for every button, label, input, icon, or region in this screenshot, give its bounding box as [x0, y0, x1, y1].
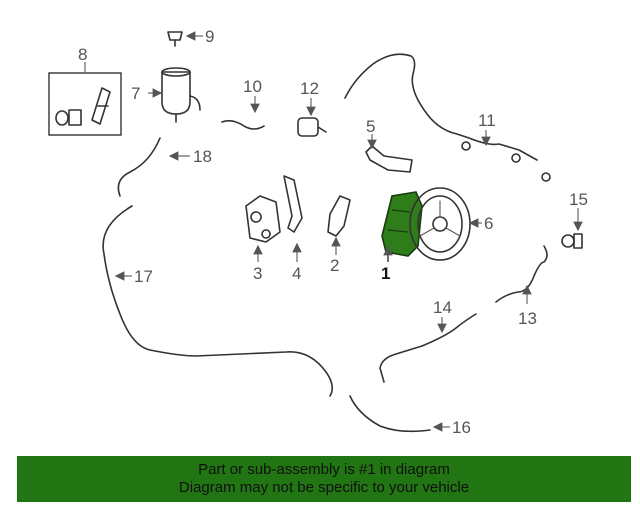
- part-2-bracket[interactable]: [327, 195, 351, 237]
- part-5-bracket[interactable]: [365, 145, 413, 173]
- callout-15: 15: [569, 190, 588, 209]
- callout-12: 12: [300, 79, 319, 98]
- part-16-hose[interactable]: [349, 395, 431, 433]
- callout-5: 5: [366, 117, 375, 136]
- callout-18: 18: [193, 147, 212, 166]
- callout-13: 13: [518, 309, 537, 328]
- part-12-sensor[interactable]: [297, 117, 327, 137]
- part-4-bracket[interactable]: [283, 175, 303, 233]
- callout-10: 10: [243, 77, 262, 96]
- banner-line-1: Part or sub-assembly is #1 in diagram: [198, 461, 450, 478]
- callout-16: 16: [452, 418, 471, 437]
- part-9-cap[interactable]: [167, 31, 183, 47]
- callout-17: 17: [134, 267, 153, 286]
- callout-9: 9: [205, 27, 214, 46]
- part-3-mount-bracket[interactable]: [245, 195, 281, 243]
- part-13-return-hose[interactable]: [495, 245, 548, 303]
- callout-11: 11: [478, 111, 496, 130]
- part-15-fitting[interactable]: [561, 233, 583, 249]
- part-17-long-line[interactable]: [102, 205, 334, 397]
- part-14-line[interactable]: [379, 313, 477, 383]
- part-10-hose[interactable]: [221, 119, 265, 130]
- part-info-banner: Part or sub-assembly is #1 in diagram Di…: [17, 456, 631, 502]
- callout-14: 14: [433, 298, 452, 317]
- callout-1: 1: [381, 264, 390, 283]
- callout-3: 3: [253, 264, 262, 283]
- part-7-reservoir[interactable]: [161, 67, 201, 123]
- parts-diagram: 9 8 7 10 12 11 5 18 3 4: [48, 27, 588, 437]
- part-18-hose[interactable]: [117, 137, 161, 197]
- callout-8: 8: [78, 45, 87, 64]
- part-11-pressure-line[interactable]: [344, 53, 538, 161]
- banner-line-2: Diagram may not be specific to your vehi…: [178, 479, 470, 496]
- part-8-kit-box[interactable]: [48, 72, 122, 136]
- callout-7: 7: [131, 84, 140, 103]
- callout-2: 2: [330, 256, 339, 275]
- callout-4: 4: [292, 264, 301, 283]
- callout-6: 6: [484, 214, 493, 233]
